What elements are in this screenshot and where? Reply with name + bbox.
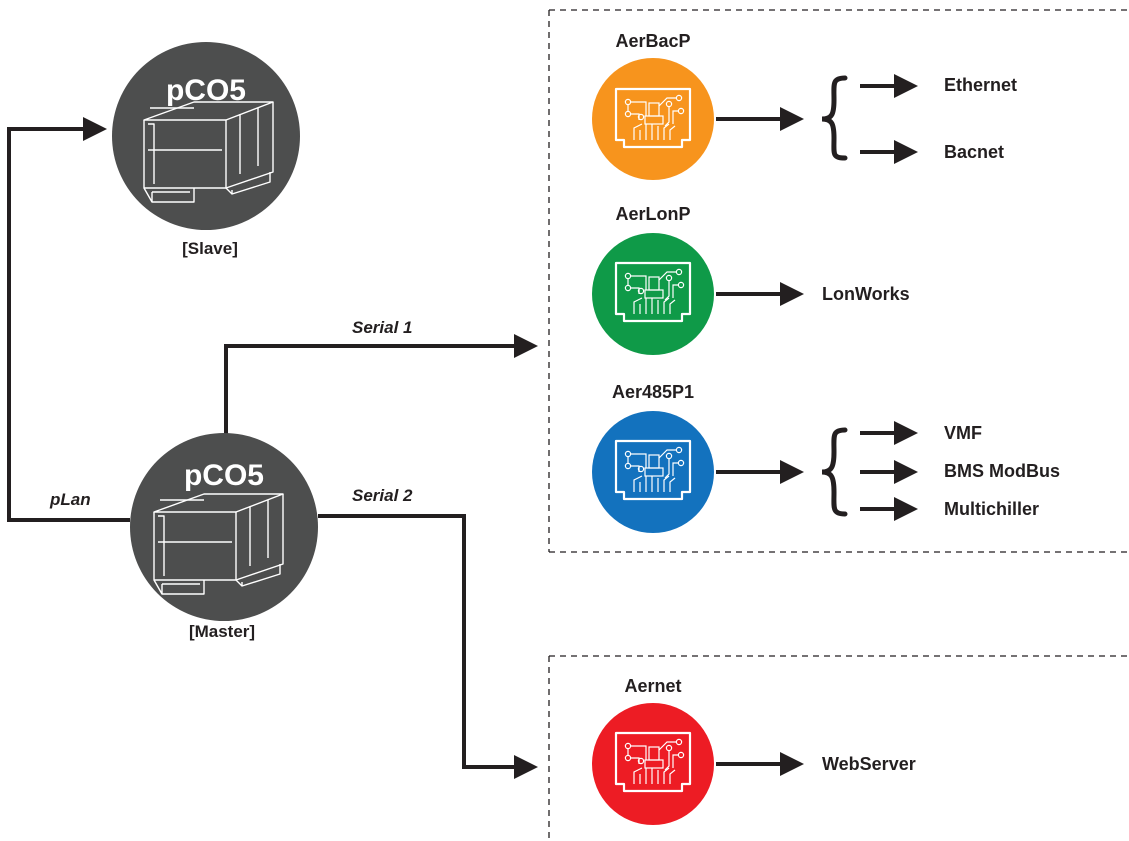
brace-icon	[821, 75, 848, 161]
circuit-board-icon	[592, 58, 714, 180]
module-group-serial2	[548, 655, 1129, 841]
output-lonworks: LonWorks	[822, 284, 910, 304]
output-multichiller: Multichiller	[944, 499, 1039, 519]
output-bms-modbus: BMS ModBus	[944, 461, 1060, 481]
module-group-serial1	[548, 9, 1129, 553]
pco5-slave-controller: pCO5 [Slave]	[112, 42, 300, 258]
module-aerlonp: AerLonP LonWorks	[592, 204, 910, 355]
module-name: Aer485P1	[612, 382, 694, 402]
controller-name: pCO5	[184, 459, 264, 492]
serial1-link	[224, 334, 538, 436]
module-name: AerBacP	[615, 31, 690, 51]
output-bacnet: Bacnet	[944, 142, 1004, 162]
controller-icon	[112, 42, 300, 230]
output-vmf: VMF	[944, 423, 982, 443]
module-aerbacp: AerBacP Ethernet Bacnet	[592, 31, 1017, 180]
controller-name: pCO5	[166, 74, 246, 107]
serial1-label: Serial 1	[352, 318, 413, 337]
output-ethernet: Ethernet	[944, 75, 1017, 95]
plan-link	[7, 117, 130, 522]
circuit-board-icon	[592, 703, 714, 825]
controller-role: [Slave]	[182, 239, 238, 258]
pco5-master-controller: pCO5 [Master]	[130, 433, 318, 641]
module-name: Aernet	[624, 676, 681, 696]
controller-icon	[130, 433, 318, 621]
circuit-board-icon	[592, 411, 714, 533]
brace-icon	[821, 427, 848, 517]
plan-label: pLan	[49, 490, 91, 509]
output-webserver: WebServer	[822, 754, 916, 774]
module-name: AerLonP	[615, 204, 690, 224]
serial2-label: Serial 2	[352, 486, 413, 505]
module-aer485p1: Aer485P1 VMF BMS ModBus Multichiller	[592, 382, 1060, 533]
serial2-link	[318, 514, 538, 779]
controller-role: [Master]	[189, 622, 255, 641]
circuit-board-icon	[592, 233, 714, 355]
module-aernet: Aernet WebServer	[592, 676, 916, 825]
